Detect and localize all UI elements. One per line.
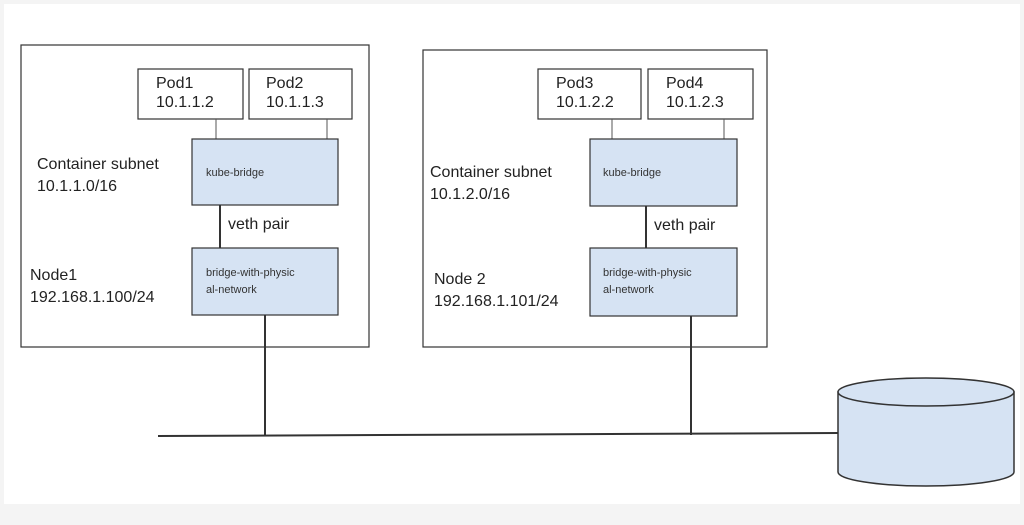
pod3-label: Pod3 10.1.2.2 — [556, 74, 614, 112]
node1-subnet-cidr: 10.1.1.0/16 — [37, 178, 118, 195]
pod1-name: Pod1 — [156, 75, 194, 92]
node2-kube-bridge-label: kube-bridge — [603, 167, 662, 179]
pod3-name: Pod3 — [556, 75, 594, 92]
network-line — [157, 432, 839, 437]
node1-kube-bridge — [191, 138, 339, 206]
node2-phys-bridge-line2: al-network — [603, 284, 654, 296]
node1-name: Node1 — [30, 267, 78, 284]
pod1-ip: 10.1.1.2 — [156, 94, 214, 111]
node1-ip: 192.168.1.100/24 — [30, 289, 155, 306]
pod4-box — [647, 68, 754, 120]
node1-phys-bridge-line1: bridge-with-physic — [206, 267, 295, 279]
node1-kube-bridge-label: kube-bridge — [206, 167, 265, 179]
database-cylinder-icon — [837, 377, 1015, 487]
pod2-box — [248, 68, 353, 120]
pod4-ip: 10.1.2.3 — [666, 94, 724, 111]
pod2-label: Pod2 10.1.1.3 — [266, 74, 324, 112]
pod2-name: Pod2 — [266, 75, 304, 92]
node1-phys-bridge-line2: al-network — [206, 284, 257, 296]
pod2-ip: 10.1.1.3 — [266, 94, 324, 111]
node2-kube-bridge — [589, 138, 738, 207]
node2-veth-label: veth pair — [654, 217, 716, 234]
node1-phys-bridge — [191, 247, 339, 316]
node2-subnet-label: Container subnet — [430, 164, 552, 181]
node2-phys-bridge — [589, 247, 738, 317]
node2-phys-bridge-line1: bridge-with-physic — [603, 267, 692, 279]
pod4-name: Pod4 — [666, 75, 704, 92]
pod1-label: Pod1 10.1.1.2 — [156, 74, 214, 112]
pod3-ip: 10.1.2.2 — [556, 94, 614, 111]
pod3-box — [537, 68, 642, 120]
node1-veth-label: veth pair — [228, 216, 290, 233]
pod4-label: Pod4 10.1.2.3 — [666, 74, 724, 112]
node2-ip: 192.168.1.101/24 — [434, 293, 559, 310]
node2-name: Node 2 — [434, 271, 486, 288]
pod1-box — [137, 68, 244, 120]
node2-subnet-cidr: 10.1.2.0/16 — [430, 186, 511, 203]
node1-subnet-label: Container subnet — [37, 156, 159, 173]
